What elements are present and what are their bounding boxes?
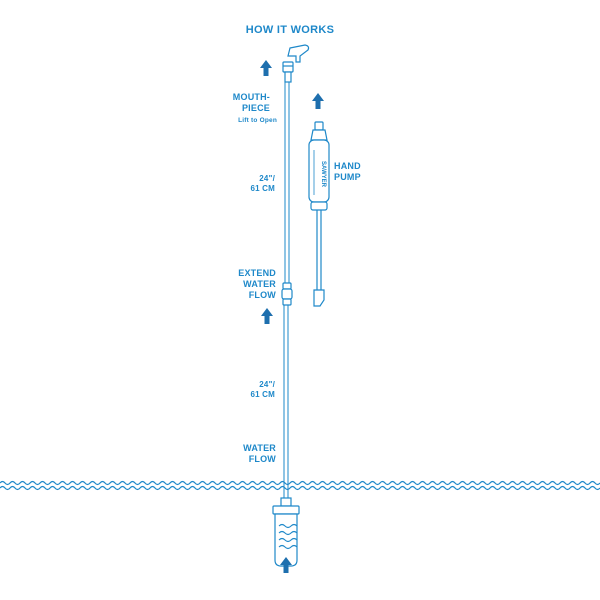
main-hose bbox=[283, 82, 290, 498]
pump-brand-text: SAWYER bbox=[320, 161, 326, 188]
water-waves-icon bbox=[0, 480, 600, 491]
hose-connector-icon bbox=[281, 282, 293, 306]
hand-pump-icon bbox=[308, 121, 330, 307]
diagram-title: HOW IT WORKS bbox=[245, 24, 335, 36]
up-arrow-icon bbox=[312, 93, 324, 109]
hose-length-bottom-label: 24"/ 61 CM bbox=[250, 380, 275, 399]
filter-waves-icon bbox=[278, 523, 298, 550]
filter-cartridge-icon bbox=[272, 497, 300, 567]
mouthpiece-icon bbox=[282, 44, 310, 83]
extend-water-flow-label: EXTEND WATER FLOW bbox=[238, 268, 276, 300]
mouthpiece-sublabel: Lift to Open bbox=[238, 117, 277, 124]
up-arrow-icon bbox=[261, 308, 273, 324]
up-arrow-icon bbox=[260, 60, 272, 76]
hand-pump-label: HAND PUMP bbox=[334, 161, 361, 182]
water-flow-label: WATER FLOW bbox=[243, 443, 276, 464]
hose-length-top-label: 24"/ 61 CM bbox=[250, 174, 275, 193]
mouthpiece-label: MOUTH- PIECE bbox=[232, 92, 270, 113]
